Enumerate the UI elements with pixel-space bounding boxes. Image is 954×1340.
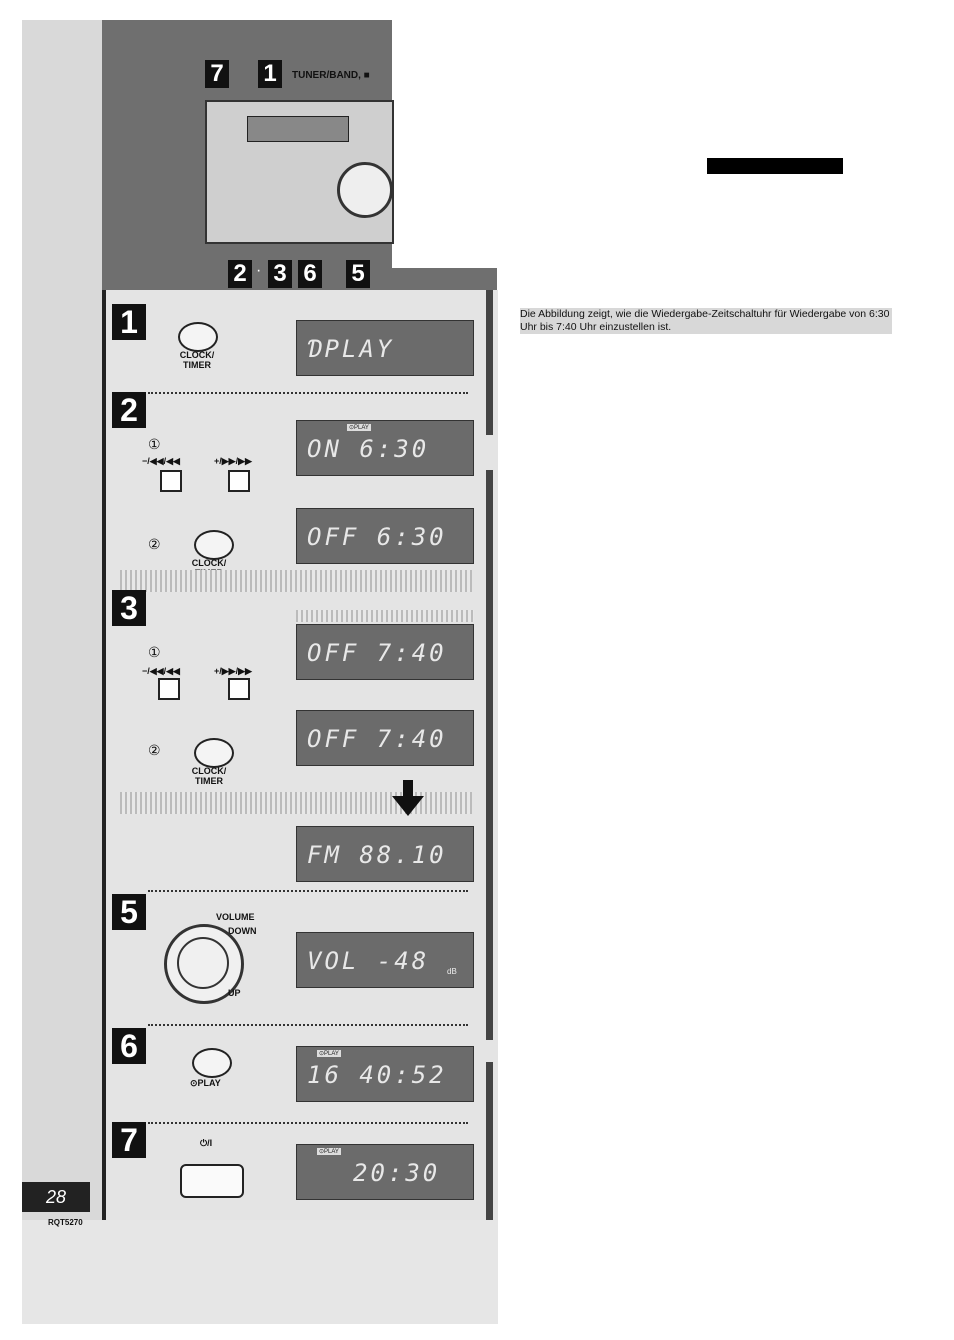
lcd-text: 20:30 bbox=[353, 1159, 440, 1187]
bottom-strip bbox=[22, 1220, 498, 1324]
minus-button-label: −/◀◀/◀◀ bbox=[142, 666, 180, 676]
tuner-band-label: TUNER/BAND, ■ bbox=[292, 70, 370, 81]
document-code: RQT5270 bbox=[48, 1218, 83, 1227]
caption-text: Die Abbildung zeigt, wie die Wiedergabe-… bbox=[520, 308, 892, 334]
lcd-text: OFF 7:40 bbox=[307, 725, 447, 753]
plus-button-label: +/▶▶/▶▶ bbox=[214, 456, 252, 466]
substep-1: ① bbox=[148, 644, 161, 661]
lcd-text: 16 40:52 bbox=[307, 1061, 447, 1089]
hatched-band bbox=[296, 610, 474, 622]
lcd-step-2a: ⊙PLAY ON 6:30 bbox=[296, 420, 474, 476]
down-arrow-stem bbox=[403, 780, 413, 796]
step-2-number: 2 bbox=[112, 392, 146, 428]
hatched-band bbox=[120, 570, 472, 592]
clock-timer-button[interactable] bbox=[178, 322, 218, 352]
step-divider bbox=[148, 1122, 468, 1124]
lcd-text: FM 88.10 bbox=[307, 841, 447, 869]
heading-bar bbox=[707, 158, 843, 174]
stereo-device bbox=[205, 100, 394, 244]
volume-down-label: DOWN bbox=[228, 926, 257, 936]
power-button[interactable] bbox=[180, 1164, 244, 1198]
minus-skip-button[interactable] bbox=[158, 678, 180, 700]
badge-6-bottom: 6 bbox=[298, 260, 322, 288]
plus-skip-button[interactable] bbox=[228, 470, 250, 492]
clock-timer-label: CLOCK/ TIMER bbox=[184, 766, 234, 786]
lcd-step-5: VOL -48 dB bbox=[296, 932, 474, 988]
play-indicator: ⊙PLAY bbox=[317, 1050, 341, 1057]
play-indicator: ⊙PLAY bbox=[317, 1148, 341, 1155]
minus-skip-button[interactable] bbox=[160, 470, 182, 492]
left-margin-strip bbox=[22, 20, 102, 1320]
power-label: ⏻/I bbox=[200, 1138, 212, 1148]
badge-1-top: 1 bbox=[258, 60, 282, 88]
lcd-text: OFF 7:40 bbox=[307, 639, 447, 667]
clock-timer-button[interactable] bbox=[194, 530, 234, 560]
play-indicator: ⊙PLAY bbox=[347, 424, 371, 431]
clock-timer-button[interactable] bbox=[194, 738, 234, 768]
device-volume-knob bbox=[337, 162, 393, 218]
lcd-step-1: ƊPLAY bbox=[296, 320, 474, 376]
plus-button-label: +/▶▶/▶▶ bbox=[214, 666, 252, 676]
step-3-number: 3 bbox=[112, 590, 146, 626]
lcd-text: OFF 6:30 bbox=[307, 523, 447, 551]
step-divider bbox=[148, 1024, 468, 1026]
substep-1: ① bbox=[148, 436, 161, 453]
substep-2: ② bbox=[148, 742, 161, 759]
volume-up-label: UP bbox=[228, 988, 241, 998]
margin-bar bbox=[486, 1062, 493, 1220]
page-number: 28 bbox=[22, 1182, 90, 1212]
step-5-number: 5 bbox=[112, 894, 146, 930]
step-1-number: 1 bbox=[112, 304, 146, 340]
step-divider bbox=[148, 392, 468, 394]
lcd-step-7: ⊙PLAY 20:30 bbox=[296, 1144, 474, 1200]
volume-label: VOLUME bbox=[216, 912, 255, 922]
step-7-number: 7 bbox=[112, 1122, 146, 1158]
step-divider bbox=[148, 890, 468, 892]
lcd-step-4: FM 88.10 bbox=[296, 826, 474, 882]
step-6-number: 6 bbox=[112, 1028, 146, 1064]
down-arrow-icon bbox=[392, 796, 424, 816]
volume-knob-inner bbox=[177, 937, 229, 989]
margin-bar bbox=[486, 290, 493, 435]
lcd-step-2b: OFF 6:30 bbox=[296, 508, 474, 564]
clock-timer-label: CLOCK/ TIMER bbox=[172, 350, 222, 370]
lcd-text: VOL -48 bbox=[307, 947, 429, 975]
lcd-unit: dB bbox=[447, 967, 457, 976]
substep-2: ② bbox=[148, 536, 161, 553]
badge-3-bottom: 3 bbox=[268, 260, 292, 288]
play-timer-label: ⊙PLAY bbox=[190, 1078, 221, 1088]
badge-7-top: 7 bbox=[205, 60, 229, 88]
badge-separator: · bbox=[256, 262, 261, 280]
lcd-step-3a: OFF 7:40 bbox=[296, 624, 474, 680]
play-timer-button[interactable] bbox=[192, 1048, 232, 1078]
lcd-step-3b: OFF 7:40 bbox=[296, 710, 474, 766]
lcd-step-6: ⊙PLAY 16 40:52 bbox=[296, 1046, 474, 1102]
minus-button-label: −/◀◀/◀◀ bbox=[142, 456, 180, 466]
plus-skip-button[interactable] bbox=[228, 678, 250, 700]
margin-bar bbox=[486, 470, 493, 1040]
lcd-text: ON 6:30 bbox=[307, 435, 429, 463]
lcd-text: ƊPLAY bbox=[307, 335, 394, 363]
device-display bbox=[247, 116, 349, 142]
badge-5-bottom: 5 bbox=[346, 260, 370, 288]
badge-2-bottom: 2 bbox=[228, 260, 252, 288]
